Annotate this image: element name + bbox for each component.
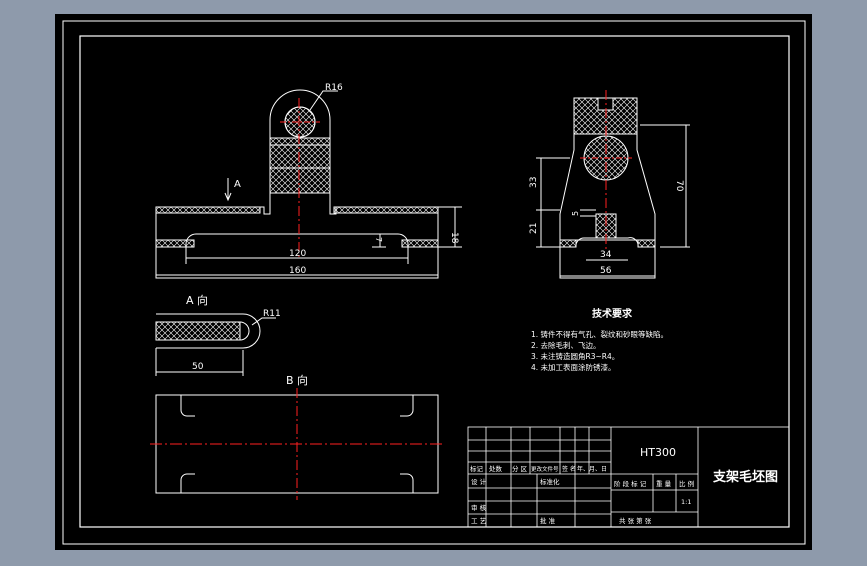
dim-120-text: 120 xyxy=(289,249,306,259)
scale-label: 比 例 xyxy=(679,479,694,488)
tech-item-1: 1. 铸件不得有气孔、裂纹和砂眼等缺陷。 xyxy=(531,329,668,339)
corner-br xyxy=(400,473,414,493)
slot-hatch xyxy=(155,321,241,341)
scale-value: 1:1 xyxy=(681,498,691,506)
dim-33-line xyxy=(536,157,570,211)
tech-item-3: 3. 未注铸造圆角R3~R4。 xyxy=(531,351,619,361)
sheets-label: 共 张 第 张 xyxy=(619,516,652,525)
tech-item-4: 4. 未加工表面涂防锈漆。 xyxy=(531,362,616,372)
approve-label: 批 准 xyxy=(540,516,556,525)
dim-50-line xyxy=(155,348,244,376)
dim-56-text: 56 xyxy=(600,266,612,276)
tech-title: 技术要求 xyxy=(592,307,633,320)
dim-5-line xyxy=(580,209,596,217)
dim-21-line xyxy=(536,210,560,248)
label-r16: R16 xyxy=(325,83,343,93)
weight-label: 重 量 xyxy=(656,480,672,488)
dim-21-text: 21 xyxy=(529,223,539,234)
rev-header-0: 标记 xyxy=(470,464,484,473)
r11-leader xyxy=(251,317,276,326)
base-groove xyxy=(185,233,409,264)
base-plate-outline xyxy=(155,89,439,279)
dim-70-text: 70 xyxy=(674,180,684,192)
base-top-hatch-right xyxy=(333,206,439,214)
corner-tr xyxy=(400,395,414,417)
side-view xyxy=(536,90,690,279)
tech-item-2: 2. 去除毛刺、飞边。 xyxy=(531,340,601,350)
dim-34-text: 34 xyxy=(600,250,612,260)
side-body-outline xyxy=(559,134,656,241)
base-bottom-hatch-right xyxy=(401,239,439,248)
corner-bl xyxy=(180,473,195,493)
dim-5-text: 5 xyxy=(571,211,580,216)
material-text: HT300 xyxy=(640,446,676,459)
dim-160-text: 160 xyxy=(289,266,306,276)
checker-label: 审 核 xyxy=(471,503,487,512)
process-label: 工 艺 xyxy=(471,517,487,525)
view-a-arrow xyxy=(224,178,232,202)
part-name-text: 支架毛坯图 xyxy=(712,469,778,485)
side-base-outline xyxy=(559,237,656,279)
dim-7-text: 7 xyxy=(374,237,383,242)
side-base-left xyxy=(559,239,577,248)
slot-inner xyxy=(156,321,250,341)
view-a-title: A 向 xyxy=(186,293,208,307)
rev-header-1: 处数 xyxy=(489,464,503,473)
dim-33-text: 33 xyxy=(529,177,539,188)
dim-18-line xyxy=(438,206,462,248)
corner-tl xyxy=(180,395,195,417)
rev-header-5: 年、月、日 xyxy=(577,465,607,473)
title-block xyxy=(467,426,790,528)
slot-outline xyxy=(156,313,261,349)
dim-70-line xyxy=(640,124,690,248)
rev-header-3: 更改文件号 xyxy=(531,465,559,473)
view-b-title: B 向 xyxy=(286,373,308,387)
standardize-label: 标准化 xyxy=(540,477,560,486)
drawing-sheet xyxy=(55,14,812,550)
inner-frame xyxy=(79,35,790,528)
stage-mark-label: 阶 段 标 记 xyxy=(614,479,647,488)
designer-label: 设 计 xyxy=(471,477,487,486)
view-b xyxy=(150,388,445,500)
side-base-right xyxy=(637,239,656,248)
lug-section-line xyxy=(270,144,330,169)
dim-50-text: 50 xyxy=(192,362,204,372)
dim-7-line xyxy=(372,233,386,248)
base-top-hatch-left xyxy=(155,206,261,214)
outer-frame xyxy=(62,20,806,545)
base-bottom-hatch-left xyxy=(155,239,195,248)
front-view xyxy=(155,89,462,279)
dim-18-text: 18 xyxy=(449,232,459,244)
r16-leader xyxy=(309,90,338,111)
lug-hatch xyxy=(269,137,331,194)
label-view-a-marker: A xyxy=(234,179,241,190)
view-a xyxy=(155,313,276,376)
rev-header-4: 签 名 xyxy=(562,465,576,473)
label-r11: R11 xyxy=(263,309,281,319)
dim-120-line xyxy=(185,254,409,262)
rev-header-2: 分 区 xyxy=(512,464,528,473)
